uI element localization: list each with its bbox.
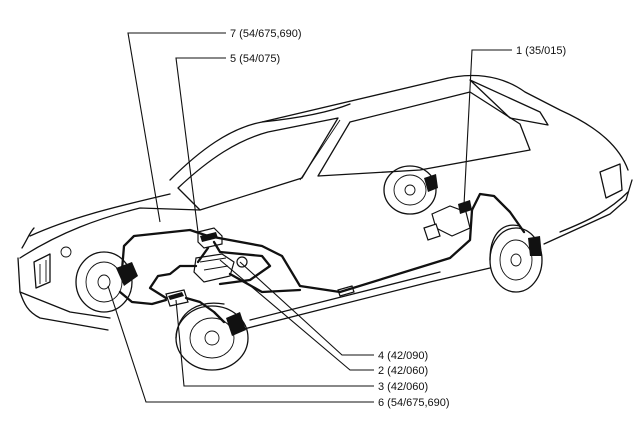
leader-lines xyxy=(107,32,512,403)
front-left-wheel xyxy=(75,251,138,313)
callout-3: 3 (42/060) xyxy=(378,381,428,393)
callout-1: 1 (35/015) xyxy=(516,45,566,57)
callout-2: 2 (42/060) xyxy=(378,365,428,377)
rear-left-wheel xyxy=(383,165,438,215)
relay-box xyxy=(165,289,189,307)
front-right-wheel xyxy=(175,302,249,371)
leader-3 xyxy=(175,299,374,387)
leader-5 xyxy=(175,57,226,233)
leader-6 xyxy=(107,285,374,403)
rear-right-wheel xyxy=(489,224,543,293)
callout-labels: 7 (54/675,690) 5 (54/075) 1 (35/015) 4 (… xyxy=(230,28,566,409)
leader-2 xyxy=(219,259,374,371)
callout-7: 7 (54/675,690) xyxy=(230,28,302,40)
leader-4 xyxy=(239,261,374,356)
hydraulic-unit xyxy=(193,253,248,283)
callout-6: 6 (54/675,690) xyxy=(378,397,450,409)
leader-1 xyxy=(463,49,512,206)
leader-7 xyxy=(127,32,226,223)
callout-5: 5 (54/075) xyxy=(230,53,280,65)
wiring-harness xyxy=(118,192,526,324)
rear-axle-sensor xyxy=(423,200,472,241)
callout-4: 4 (42/090) xyxy=(378,350,428,362)
